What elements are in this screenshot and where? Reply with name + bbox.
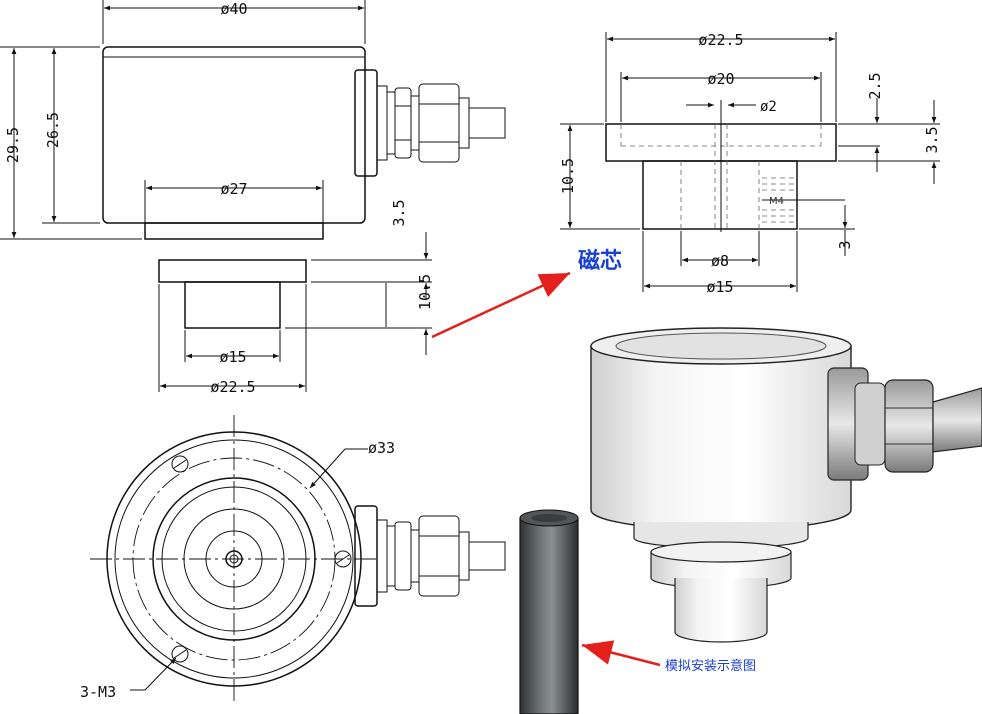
- front-body-height-dim: 26.5: [44, 112, 62, 148]
- core-right-inner-flange-dim: ø20: [707, 70, 734, 88]
- core-right-height-dim: 10.5: [559, 158, 577, 194]
- core-left-flange-thk-dim: 3.5: [390, 199, 408, 226]
- bottom-view: ø33 3-M3: [80, 415, 506, 703]
- core-annotation: 磁芯: [578, 248, 622, 274]
- core-right-top-gap-dim: 2.5: [866, 72, 884, 99]
- core-body: [184, 281, 281, 329]
- core-right-bore-dim: ø8: [711, 252, 729, 270]
- bottom-dia-dim: ø33: [368, 439, 395, 457]
- cable-gland-front: [354, 69, 506, 177]
- front-bottom-dia-dim: ø27: [220, 180, 247, 198]
- core-detail-body: [642, 160, 798, 230]
- mounting-rod: [519, 509, 579, 714]
- core-thread-label: M4: [769, 196, 784, 207]
- core-pointer-arrow: [431, 271, 571, 339]
- core-flange: [158, 259, 307, 283]
- front-view: ø40 29.5 26.5 ø27: [0, 0, 506, 240]
- core-right-flange-dim: 3.5: [923, 126, 941, 153]
- core-right-thread-depth-dim: 3: [836, 240, 854, 249]
- front-width-dim: ø40: [220, 0, 247, 18]
- install-annotation: 模拟安装示意图: [665, 658, 756, 674]
- core-left-inner-dia-dim: ø15: [219, 348, 246, 366]
- mount-hole: [171, 455, 189, 473]
- install-pointer-arrow: [581, 640, 661, 667]
- core-right-hole-dim: ø2: [760, 99, 777, 115]
- core-left-height-dim: 10.5: [416, 274, 434, 310]
- core-right-body-dia-dim: ø15: [706, 278, 733, 296]
- mount-hole: [334, 550, 352, 568]
- core-right-outer-dia-dim: ø22.5: [698, 31, 743, 49]
- sensor-3d-render: [590, 327, 982, 643]
- bottom-holes-label: 3-M3: [80, 683, 116, 701]
- mount-hole: [171, 645, 189, 663]
- sensor-bottom-step: [144, 222, 324, 240]
- front-total-height-dim: 29.5: [4, 127, 22, 163]
- core-left-outer-dia-dim: ø22.5: [210, 378, 255, 396]
- core-right-view: M4 ø22.5 ø20 ø2 2.5 3.5 10.5 3: [559, 31, 941, 296]
- core-left-view: 3.5 10.5 ø15 ø22.5: [158, 199, 434, 396]
